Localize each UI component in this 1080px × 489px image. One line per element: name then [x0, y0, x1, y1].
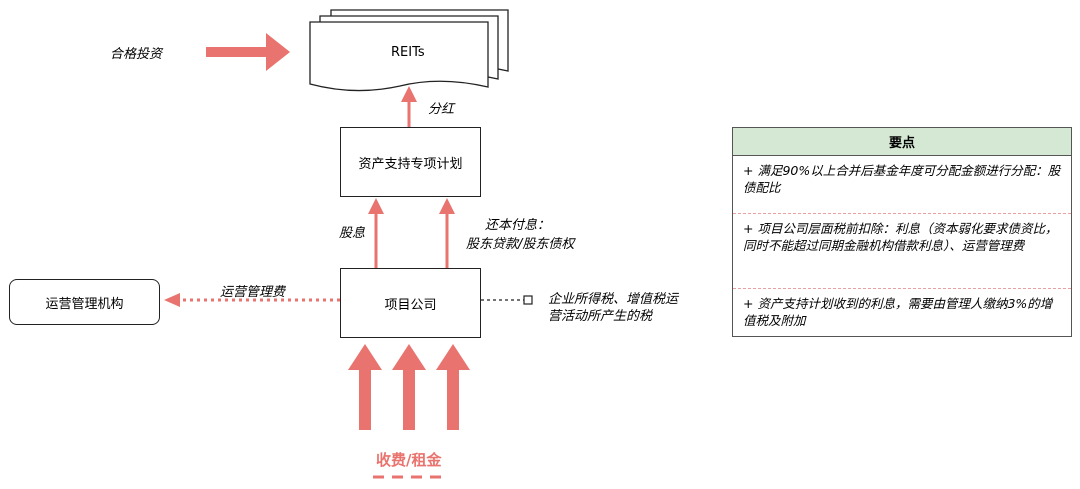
repayment-label-line1: 还本付息： — [485, 218, 551, 233]
reits-document-stack — [309, 9, 509, 92]
tax-label-line2: 营活动所产生的税 — [548, 309, 653, 324]
note-item: + 资产支持计划收到的利息，需要由管理人缴纳3%的增值税及附加 — [743, 296, 1053, 328]
qualified-investment-label: 合格投资 — [110, 47, 163, 62]
note-item: + 满足90%以上合并后基金年度可分配金额进行分配：股债配比 — [733, 156, 1071, 214]
project-company-label: 项目公司 — [384, 297, 437, 313]
dividend-arrow — [401, 86, 417, 127]
ops-fee-label: 运营管理费 — [220, 285, 286, 300]
tax-label-line1: 企业所得税、增值税运 — [548, 292, 679, 307]
notes-title: 要点 — [733, 128, 1071, 156]
note-item: + 项目公司层面税前扣除：利息（资本弱化要求债资比，同时不能超过同期金融机构借款… — [733, 214, 1071, 289]
interest-arrow — [368, 198, 384, 268]
qualified-investment-arrow — [206, 33, 290, 71]
dividend-label: 分红 — [428, 102, 455, 117]
repayment-arrow — [439, 198, 455, 268]
ops-fee-arrow — [164, 293, 340, 307]
interest-label: 股息 — [339, 226, 366, 241]
project-company-box: 项目公司 — [340, 268, 481, 338]
abs-plan-box: 资产支持专项计划 — [340, 127, 481, 197]
revenue-label: 收费/租金 — [376, 451, 442, 469]
ops-manager-box: 运营管理机构 — [9, 279, 160, 325]
abs-plan-label: 资产支持专项计划 — [358, 156, 463, 172]
repayment-label-line2: 股东贷款/股东债权 — [466, 237, 575, 252]
revenue-arrows — [348, 344, 470, 430]
ops-manager-label: 运营管理机构 — [45, 296, 124, 312]
notes-panel: 要点 + 满足90%以上合并后基金年度可分配金额进行分配：股债配比 + 项目公司… — [732, 127, 1072, 337]
reits-label: REITs — [391, 45, 425, 60]
tax-connector — [481, 295, 533, 305]
